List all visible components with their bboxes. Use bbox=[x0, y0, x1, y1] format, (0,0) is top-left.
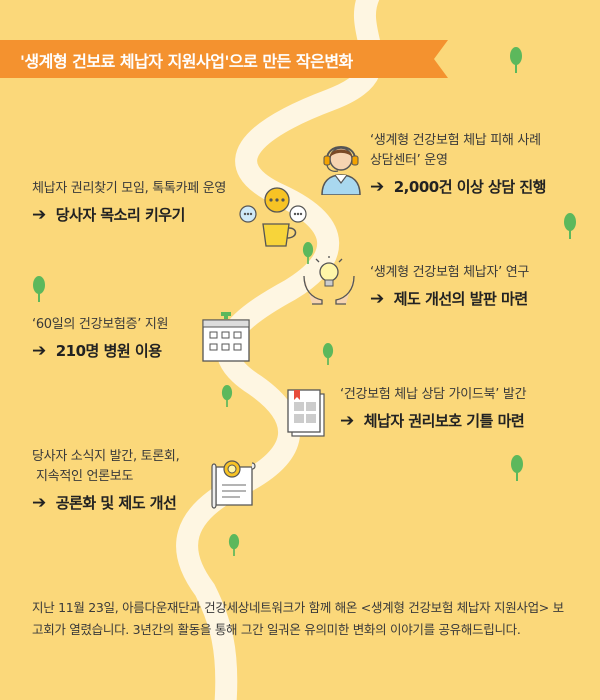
page-title: '생계형 건보료 체납자 지원사업'으로 만든 작은변화 bbox=[20, 52, 353, 71]
item-result: ➔ 당사자 목소리 키우기 bbox=[32, 204, 226, 226]
item-result: ➔ 제도 개선의 발판 마련 bbox=[370, 288, 529, 310]
item-research: ‘생계형 건강보험 체납자’ 연구 ➔ 제도 개선의 발판 마련 bbox=[370, 263, 529, 310]
item-desc-line: ‘생계형 건강보험 체납 피해 사례 bbox=[370, 133, 541, 148]
item-desc-line: 상담센터’ 운영 bbox=[370, 153, 448, 168]
item-result-label: 2,000건 이상 상담 진행 bbox=[393, 178, 547, 196]
item-talk-cafe: 체납자 권리찾기 모임, 톡톡카페 운영 ➔ 당사자 목소리 키우기 bbox=[32, 179, 226, 226]
item-result-label: 체납자 권리보호 기틀 마련 bbox=[363, 412, 525, 430]
item-result: ➔ 210명 병원 이용 bbox=[32, 340, 168, 362]
item-result: ➔ 공론화 및 제도 개선 bbox=[32, 492, 179, 514]
arrow-right-icon: ➔ bbox=[370, 289, 384, 309]
item-guidebook: ‘건강보험 체납 상담 가이드북’ 발간 ➔ 체납자 권리보호 기틀 마련 bbox=[340, 385, 527, 432]
arrow-right-icon: ➔ bbox=[32, 205, 46, 225]
tree-icon bbox=[322, 343, 334, 365]
item-result-label: 제도 개선의 발판 마련 bbox=[393, 290, 528, 308]
item-desc-line: 당사자 소식지 발간, 토론회, bbox=[32, 449, 180, 464]
tree-icon bbox=[221, 385, 233, 407]
item-result-label: 210명 병원 이용 bbox=[55, 342, 162, 360]
item-result-label: 당사자 목소리 키우기 bbox=[55, 206, 186, 224]
item-desc-line: ‘생계형 건강보험 체납자’ 연구 bbox=[370, 265, 530, 280]
certificate-scroll-icon bbox=[211, 460, 256, 509]
item-counseling-center: ‘생계형 건강보험 체납 피해 사례 상담센터’ 운영 ➔ 2,000건 이상 상… bbox=[370, 131, 546, 198]
arrow-right-icon: ➔ bbox=[340, 411, 354, 431]
tree-icon bbox=[564, 213, 576, 239]
item-desc-line: ‘건강보험 체납 상담 가이드북’ 발간 bbox=[340, 387, 527, 402]
item-insurance-card: ‘60일의 건강보험증’ 지원 ➔ 210명 병원 이용 bbox=[32, 315, 169, 362]
arrow-right-icon: ➔ bbox=[32, 341, 46, 361]
guidebook-icon bbox=[287, 389, 325, 437]
item-desc-line: ‘60일의 건강보험증’ 지원 bbox=[32, 317, 169, 332]
tree-icon bbox=[228, 534, 240, 556]
item-publicity: 당사자 소식지 발간, 토론회, 지속적인 언론보도 ➔ 공론화 및 제도 개선 bbox=[32, 447, 180, 514]
item-result: ➔ 2,000건 이상 상담 진행 bbox=[370, 176, 546, 198]
lightbulb-hands-icon bbox=[303, 256, 355, 305]
item-desc-line: 체납자 권리찾기 모임, 톡톡카페 운영 bbox=[32, 181, 227, 196]
item-desc-line: 지속적인 언론보도 bbox=[36, 469, 134, 484]
tree-icon bbox=[510, 47, 522, 73]
coffee-chat-icon bbox=[239, 187, 307, 247]
arrow-right-icon: ➔ bbox=[370, 177, 384, 197]
tree-icon bbox=[511, 455, 523, 481]
arrow-right-icon: ➔ bbox=[32, 493, 46, 513]
item-result: ➔ 체납자 권리보호 기틀 마련 bbox=[340, 410, 526, 432]
headset-person-icon bbox=[321, 146, 361, 195]
medical-calendar-icon bbox=[202, 312, 250, 362]
footer-description: 지난 11월 23일, 아름다운재단과 건강세상네트워크가 함께 해온 <생계형… bbox=[32, 600, 564, 637]
tree-icon bbox=[302, 242, 314, 264]
tree-icon bbox=[33, 276, 45, 302]
item-result-label: 공론화 및 제도 개선 bbox=[55, 494, 177, 512]
